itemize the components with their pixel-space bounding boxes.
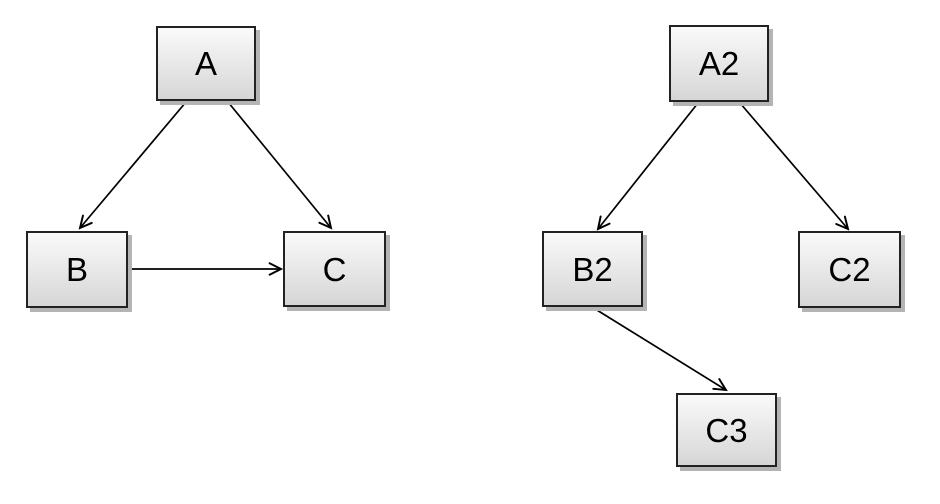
node-label-A2: A2 bbox=[698, 45, 740, 82]
node-label-C2: C2 bbox=[828, 251, 871, 288]
node-C3: C3 bbox=[676, 393, 777, 467]
node-A2: A2 bbox=[669, 25, 769, 102]
edges-group bbox=[78, 101, 850, 392]
node-label-C3: C3 bbox=[705, 411, 748, 449]
edge-B2-C3 bbox=[591, 306, 728, 392]
edge-A-C bbox=[227, 101, 333, 230]
node-B: B bbox=[26, 231, 128, 308]
node-B2: B2 bbox=[542, 231, 643, 307]
node-label-B: B bbox=[65, 251, 88, 288]
node-C: C bbox=[283, 231, 386, 307]
edge-A-B bbox=[78, 101, 187, 230]
node-A: A bbox=[156, 26, 256, 101]
node-label-B2: B2 bbox=[572, 250, 613, 288]
node-label-A: A bbox=[194, 45, 217, 82]
edge-A2-B2 bbox=[596, 102, 699, 231]
edge-A2-C2 bbox=[739, 102, 850, 231]
node-C2: C2 bbox=[798, 231, 901, 308]
node-label-C: C bbox=[322, 250, 347, 288]
